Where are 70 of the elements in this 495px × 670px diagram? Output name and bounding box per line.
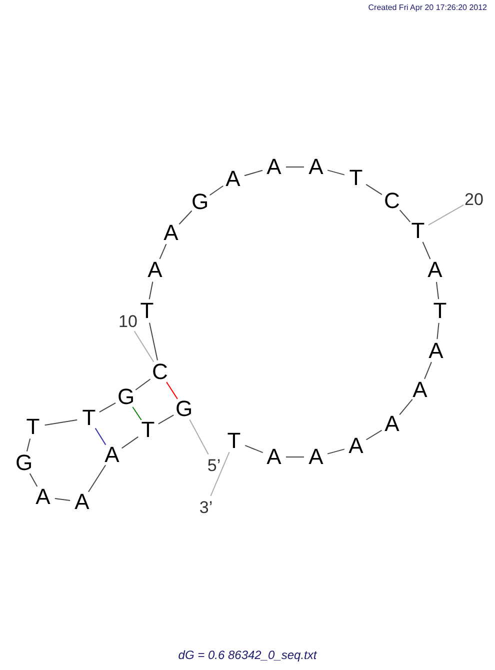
nucleotide-letter: G bbox=[175, 398, 193, 420]
backbone-line bbox=[54, 498, 71, 501]
nucleotide-letter: A bbox=[148, 259, 162, 281]
backbone-line bbox=[98, 402, 116, 413]
backbone-line bbox=[399, 210, 411, 222]
nucleotide-letter: A bbox=[384, 413, 400, 435]
nucleotide-letter: C bbox=[152, 361, 168, 383]
backbone-line bbox=[244, 170, 263, 176]
base-pair-line bbox=[132, 406, 142, 421]
nucleotide-letter: T bbox=[140, 300, 154, 322]
backbone-line bbox=[244, 444, 264, 454]
nucleotide-letter: A bbox=[308, 446, 324, 468]
backbone-line bbox=[366, 184, 382, 196]
backbone-line bbox=[148, 281, 154, 300]
leader-line bbox=[210, 452, 230, 496]
base-pair-line bbox=[94, 428, 106, 446]
nucleotide-letter: A bbox=[308, 156, 324, 178]
nucleotide-letter: A bbox=[266, 446, 282, 468]
nucleotide-letter: G bbox=[15, 452, 33, 474]
backbone-line bbox=[399, 398, 413, 416]
position-label: 10 bbox=[118, 312, 138, 330]
backbone-line bbox=[327, 170, 345, 176]
position-label: 3’ bbox=[199, 498, 213, 516]
nucleotide-letter: T bbox=[411, 220, 425, 242]
base-pair-line bbox=[166, 382, 178, 400]
nucleotide-letter: A bbox=[348, 435, 364, 457]
position-label: 5’ bbox=[207, 456, 221, 474]
nucleotide-letter: A bbox=[36, 486, 50, 508]
backbone-line bbox=[135, 378, 151, 390]
position-label: 20 bbox=[464, 190, 484, 208]
nucleotide-letter: A bbox=[226, 168, 240, 190]
backbone-line bbox=[209, 185, 224, 196]
backbone-line bbox=[422, 242, 431, 260]
nucleotide-letter: A bbox=[412, 379, 428, 401]
backbone-line bbox=[286, 166, 304, 168]
nucleotide-letter: T bbox=[26, 416, 40, 438]
backbone-line bbox=[159, 244, 167, 260]
backbone-line bbox=[436, 281, 440, 300]
backbone-line bbox=[327, 448, 345, 454]
leader-line bbox=[428, 204, 464, 226]
nucleotide-letter: A bbox=[266, 156, 282, 178]
caption-text: dG = 0.6 86342_0_seq.txt bbox=[177, 647, 318, 664]
backbone-line bbox=[149, 322, 158, 361]
leader-line bbox=[189, 419, 209, 455]
backbone-line bbox=[286, 456, 304, 458]
nucleotide-letter: T bbox=[141, 419, 155, 441]
backbone-line bbox=[29, 472, 38, 488]
nucleotide-letter: A bbox=[74, 491, 90, 513]
nucleotide-letter: A bbox=[104, 444, 120, 466]
backbone-line bbox=[178, 210, 192, 225]
nucleotide-letter: A bbox=[428, 259, 442, 281]
nucleotide-letter: G bbox=[117, 386, 135, 408]
backbone-line bbox=[366, 430, 382, 440]
backbone-line bbox=[424, 362, 432, 380]
nucleotide-letter: T bbox=[227, 430, 241, 452]
backbone-line bbox=[88, 464, 106, 492]
timestamp-text: Created Fri Apr 20 17:26:20 2012 bbox=[368, 2, 487, 14]
nucleotide-letter: C bbox=[384, 190, 400, 212]
nucleotide-letter: A bbox=[428, 340, 444, 362]
leader-line bbox=[134, 330, 154, 362]
nucleotide-letter: T bbox=[433, 300, 447, 322]
nucleotide-letter: A bbox=[164, 222, 178, 244]
backbone-line bbox=[44, 419, 78, 426]
backbone-line bbox=[436, 322, 440, 340]
nucleotide-letter: G bbox=[191, 191, 209, 213]
nucleotide-letter: T bbox=[349, 167, 363, 189]
nucleotide-letter: T bbox=[82, 407, 96, 429]
backbone-line bbox=[26, 438, 31, 452]
backbone-line bbox=[121, 436, 139, 449]
backbone-line bbox=[158, 414, 174, 424]
